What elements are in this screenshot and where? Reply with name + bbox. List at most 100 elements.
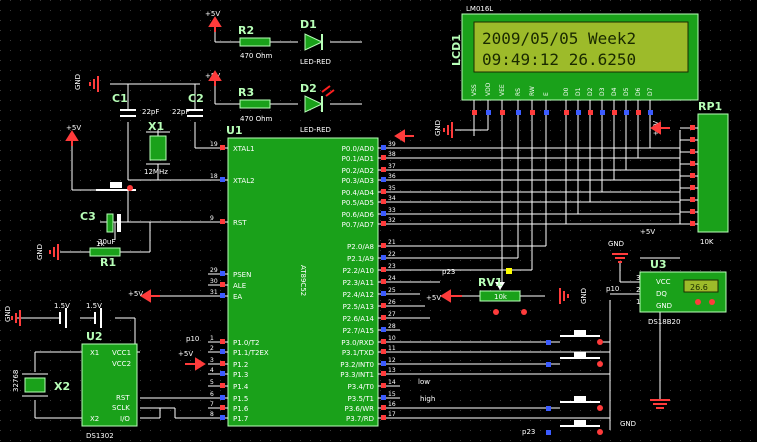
push-button[interactable] xyxy=(546,330,603,345)
u1-right-pin-name: P0.7/AD7 xyxy=(342,221,374,229)
u1-right-pin-state xyxy=(381,327,386,332)
chip-u1-at89c52[interactable]: U1 AT89C52 19XTAL118XTAL29RST29PSEN30ALE… xyxy=(208,124,400,427)
rp1-pin-state xyxy=(690,209,695,214)
c3-ref: C3 xyxy=(80,210,96,223)
u1-left-pin-state xyxy=(220,219,225,224)
lcd-pin-state xyxy=(472,110,477,115)
battery-2[interactable]: 1.5V xyxy=(86,302,102,328)
lcd-pin-state xyxy=(544,110,549,115)
u1-left-pin-name: XTAL1 xyxy=(233,145,255,153)
led-d1[interactable]: D1 LED-RED xyxy=(300,18,331,66)
u1-left-pin-name: EA xyxy=(233,293,242,301)
reset-button[interactable] xyxy=(96,182,136,191)
u1-right-pin-number: 32 xyxy=(388,217,396,224)
crystal-x1[interactable]: X1 12MHz xyxy=(144,120,170,176)
u1-right-pin-number: 39 xyxy=(388,141,396,148)
u1-right-pin-state xyxy=(381,405,386,410)
u3-decrease-button[interactable] xyxy=(695,299,701,305)
u1-left-pin-name: P1.0/T2 xyxy=(233,339,259,347)
u1-part: AT89C52 xyxy=(299,265,307,296)
rp1-pin-state xyxy=(690,125,695,130)
u1-left-pin-number: 29 xyxy=(210,267,218,274)
lcd-pin-state xyxy=(500,110,505,115)
u3-part: DS18B20 xyxy=(648,318,680,326)
d2-type: LED-RED xyxy=(300,126,331,134)
battery-1[interactable]: 1.5V xyxy=(54,302,70,328)
u1-right-pin-name: P0.2/AD2 xyxy=(342,167,374,175)
u1-right-pin-state xyxy=(381,243,386,248)
chip-u2-ds1302[interactable]: U2 DS1302 X1 X2 VCC1 VCC2 RST SCLK I/O xyxy=(81,330,138,440)
gnd-label-lcd: GND xyxy=(434,120,442,136)
u1-right-pin-name: P2.0/A8 xyxy=(347,243,374,251)
rp1-pin-state xyxy=(690,221,695,226)
u3-pin-gnd: GND xyxy=(656,302,672,310)
d2-ref: D2 xyxy=(300,82,317,95)
vcc-label-d1: +5V xyxy=(205,10,220,18)
led-d2[interactable]: D2 LED-RED xyxy=(300,82,335,134)
u1-right-pin-state xyxy=(381,371,386,376)
c1-ref: C1 xyxy=(112,92,128,105)
u1-right-pin-state xyxy=(381,315,386,320)
lcd-lm016l[interactable]: LM016L LCD1 2009/05/05 Week2 09:49:12 26… xyxy=(450,5,699,120)
u1-right-pin-number: 10 xyxy=(388,335,396,342)
u1-left-pin-number: 31 xyxy=(210,289,218,296)
u1-left-pin-number: 8 xyxy=(210,411,214,418)
u1-right-pin-name: P2.3/A11 xyxy=(343,279,374,287)
u1-right-pin-state xyxy=(381,395,386,400)
potentiometer-rv1[interactable]: RV1 10k xyxy=(478,268,527,315)
capacitor-c1[interactable]: C1 22pF xyxy=(112,92,159,117)
crystal-x2[interactable]: X2 32768 xyxy=(12,370,70,397)
u1-right-pin-name: P0.1/AD1 xyxy=(342,155,374,163)
u1-right-pin-name: P2.2/A10 xyxy=(343,267,374,275)
capacitor-c2[interactable]: C2 22pF xyxy=(172,92,204,117)
u1-left-pin-state xyxy=(220,415,225,420)
lcd-pin-name: D3 xyxy=(599,87,606,96)
rp1-value: 10K xyxy=(700,238,714,246)
svg-text:2: 2 xyxy=(636,286,640,294)
power-symbols xyxy=(65,16,670,371)
lcd-pin-name: D7 xyxy=(647,87,654,96)
u1-left-pin-name: P1.2 xyxy=(233,361,248,369)
u1-right-pin-number: 26 xyxy=(388,299,396,306)
vcc-label-reset: +5V xyxy=(66,124,81,132)
x1-ref: X1 xyxy=(148,120,164,133)
u1-right-pin-state xyxy=(381,415,386,420)
u1-right-pin-name: P0.4/AD4 xyxy=(342,189,375,197)
resistor-r2[interactable]: R2 470 Ohm xyxy=(238,24,273,60)
u2-pin-vcc1: VCC1 xyxy=(112,349,131,357)
lcd-pin-state xyxy=(588,110,593,115)
net-p10-u3: p10 xyxy=(606,285,619,293)
u1-right-pin-name: P2.6/A14 xyxy=(343,315,375,323)
push-button[interactable] xyxy=(546,396,603,411)
u1-right-pin-name: P0.5/AD5 xyxy=(342,199,374,207)
rp1-pin-state xyxy=(690,161,695,166)
sensor-u3-ds18b20[interactable]: U3 DS18B20 VCC DQ GND 26.6 3 2 1 xyxy=(636,258,727,326)
net-high-p35: high xyxy=(420,395,435,403)
battery-1-value: 1.5V xyxy=(54,302,70,310)
u3-increase-button[interactable] xyxy=(709,299,715,305)
u1-right-pin-name: P3.5/T1 xyxy=(348,395,374,403)
lcd-pin-state xyxy=(600,110,605,115)
u1-right-pin-state xyxy=(381,303,386,308)
net-labels: +5V +5V +5V +5V +5V +5V +5V GND GND low … xyxy=(66,10,655,436)
d1-type: LED-RED xyxy=(300,58,331,66)
lcd-pin-state xyxy=(612,110,617,115)
resistor-r1[interactable]: R1 1k xyxy=(89,240,121,269)
resistor-pack-rp1[interactable]: RP1 10K xyxy=(680,100,729,246)
resistor-r3[interactable]: R3 470 Ohm xyxy=(238,86,273,123)
u1-left-pin-name: P1.7 xyxy=(233,415,248,423)
battery-2-value: 1.5V xyxy=(86,302,102,310)
push-button[interactable] xyxy=(546,352,603,367)
lcd-pin-name: VEE xyxy=(499,84,506,96)
u1-left-pin-state xyxy=(220,282,225,287)
svg-text:3: 3 xyxy=(636,274,640,282)
u1-right-pin-state xyxy=(381,167,386,172)
push-button[interactable] xyxy=(546,420,603,435)
lcd-pin-state xyxy=(636,110,641,115)
capacitor-c3[interactable]: C3 20uF xyxy=(80,210,121,246)
u1-left-pin-name: P1.3 xyxy=(233,371,248,379)
gnd-label-c1: GND xyxy=(74,74,82,90)
u1-right-pin-number: 28 xyxy=(388,323,396,330)
u1-right-pin-number: 11 xyxy=(388,345,396,352)
